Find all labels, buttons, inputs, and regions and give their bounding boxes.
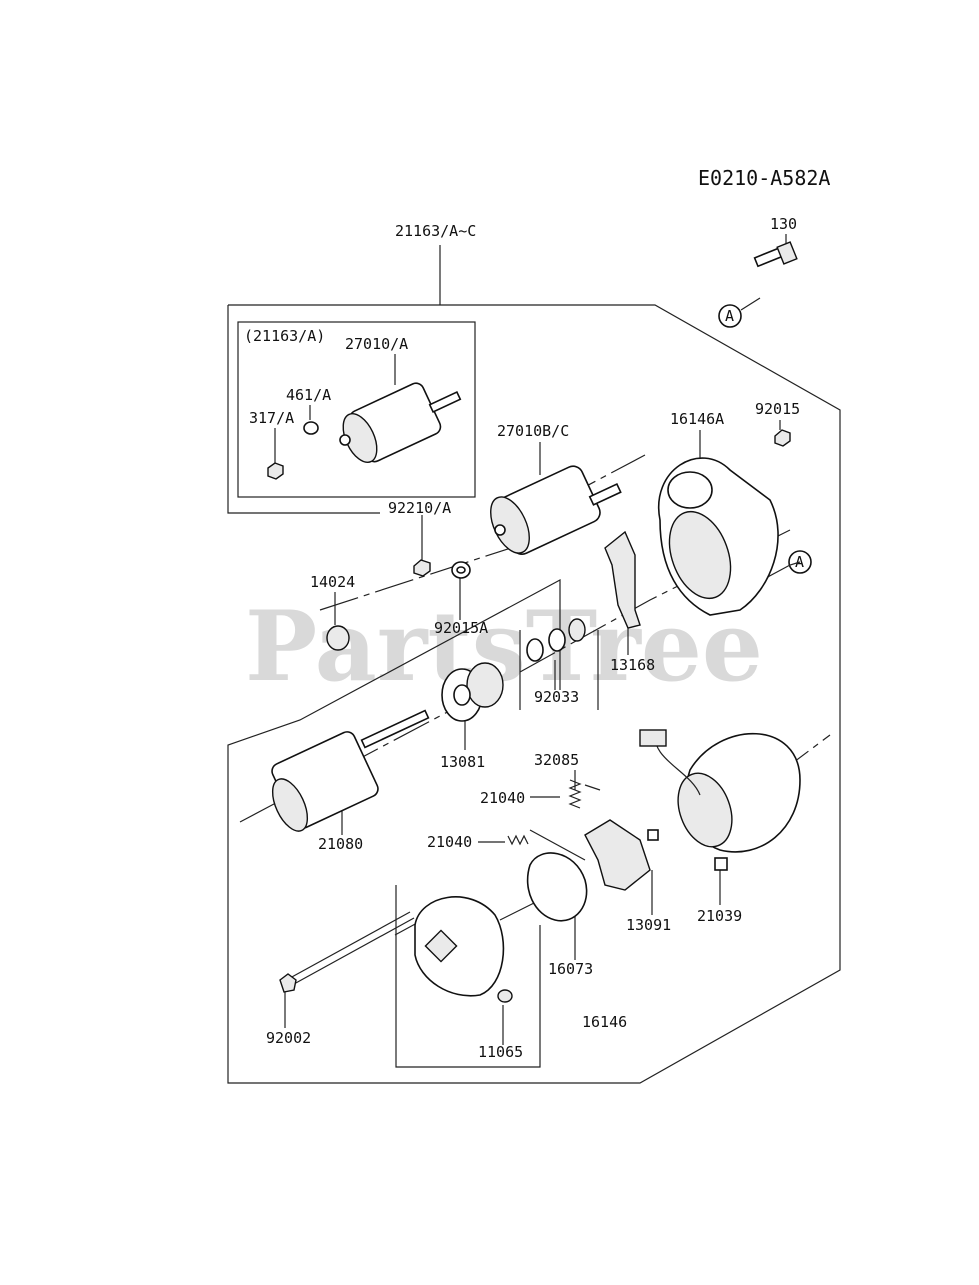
housing-16146a: [657, 457, 779, 616]
label-21039: 21039: [697, 907, 742, 925]
ref-marker-a-top: A: [718, 304, 742, 328]
screw-11065: [497, 989, 513, 1003]
label-13081: 13081: [440, 753, 485, 771]
brush-holder-13091: [584, 819, 651, 891]
inset-leader: [227, 305, 380, 514]
nut-317-a: [267, 462, 284, 480]
assembly-outline: [227, 304, 841, 1084]
watermark: PartsTree: [245, 590, 763, 703]
inset-box: [237, 321, 476, 498]
label-27010-a: 27010/A: [345, 335, 408, 353]
subbox-11065: [395, 885, 541, 1068]
label-21163-a-c: 21163/A~C: [395, 222, 476, 240]
washers-92033: [526, 618, 586, 662]
label-21040-top: 21040: [480, 789, 525, 807]
label-92015: 92015: [755, 400, 800, 418]
label-92015a: 92015A: [434, 619, 488, 637]
washer-461-a: [303, 421, 319, 435]
end-cover-16146: [414, 896, 505, 997]
solenoid-27010-a: [339, 382, 462, 463]
label-92033: 92033: [534, 688, 579, 706]
spring-21040-bottom: [507, 834, 529, 846]
label-27010b-c: 27010B/C: [497, 422, 569, 440]
label-13168: 13168: [610, 656, 655, 674]
yoke-21039: [627, 729, 801, 871]
cap-14024: [326, 625, 350, 651]
plate-16073: [526, 852, 588, 922]
svg-text:A: A: [725, 307, 734, 325]
label-92210-a: 92210/A: [388, 499, 451, 517]
bolt-130: [753, 241, 798, 268]
lever-13168: [604, 530, 641, 629]
nut-92015: [774, 429, 791, 447]
label-16073: 16073: [548, 960, 593, 978]
solenoid-27010b-c: [490, 465, 622, 555]
label-11065: 11065: [478, 1043, 523, 1061]
label-461-a: 461/A: [286, 386, 331, 404]
label-14024: 14024: [310, 573, 355, 591]
label-92002: 92002: [266, 1029, 311, 1047]
armature-21080: [271, 709, 430, 832]
label-21163-a: (21163/A): [244, 327, 325, 345]
through-bolt-92002: [279, 911, 415, 993]
spring-21040-top: [568, 779, 582, 809]
washer-92015a: [451, 561, 471, 579]
label-13091: 13091: [626, 916, 671, 934]
label-16146: 16146: [582, 1013, 627, 1031]
label-21040-bottom: 21040: [427, 833, 472, 851]
clutch-13081: [441, 662, 504, 722]
label-317-a: 317/A: [249, 409, 294, 427]
label-16146a: 16146A: [670, 410, 724, 428]
label-21080: 21080: [318, 835, 363, 853]
diagram-code: E0210-A582A: [698, 166, 830, 190]
label-130: 130: [770, 215, 797, 233]
label-32085: 32085: [534, 751, 579, 769]
nut-92210-a: [413, 559, 431, 577]
